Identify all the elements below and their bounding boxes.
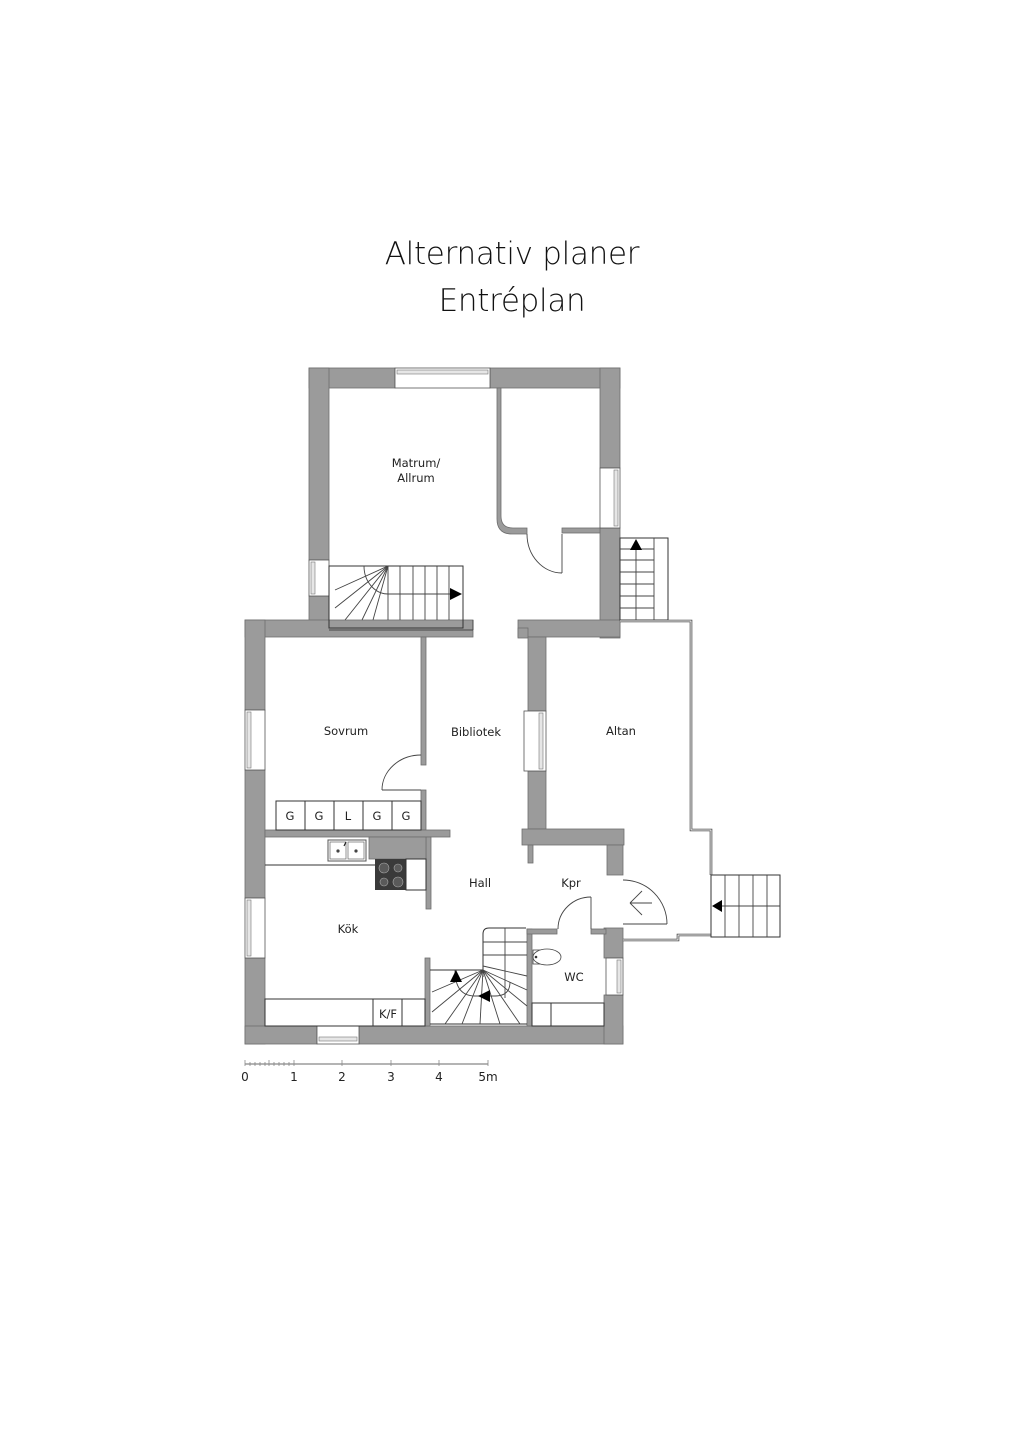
scale-label: 4 [435, 1070, 443, 1084]
stairs-hall [430, 927, 528, 1025]
room-label-matrum: Matrum/ [392, 456, 441, 470]
wall [358, 1025, 624, 1045]
door-swing [381, 754, 422, 791]
wall [244, 1025, 318, 1045]
window-pane [616, 959, 622, 994]
counter-block [368, 836, 427, 860]
wardrobe-label: G [286, 809, 295, 823]
wall [308, 367, 330, 561]
window-pane [246, 899, 252, 957]
wardrobe-label: G [315, 809, 324, 823]
wall [606, 844, 624, 876]
altan-deck-outline [620, 619, 713, 942]
wall [420, 789, 427, 831]
wall [527, 844, 534, 864]
scale-bar: 0 1 2 3 4 5m [241, 1060, 498, 1084]
door-swing [557, 896, 592, 930]
room-label-hall: Hall [469, 876, 491, 890]
stove-icon [375, 859, 406, 890]
sink-icon [327, 839, 367, 862]
wall [308, 595, 330, 623]
window-pane [396, 369, 489, 375]
door-swing [526, 533, 563, 574]
room-label-wc: WC [564, 970, 583, 984]
window-pane [613, 469, 619, 527]
wardrobe-label: G [373, 809, 382, 823]
stair-arrow-icon [630, 539, 642, 550]
wall [603, 927, 624, 959]
wall [424, 957, 431, 1027]
room-label-kpr: Kpr [561, 876, 581, 890]
room-label-sovrum: Sovrum [324, 724, 368, 738]
wall [517, 619, 621, 638]
window-pane [246, 711, 252, 769]
wall [420, 636, 427, 766]
walls [244, 367, 625, 1045]
window-pane [310, 561, 316, 595]
stair-arrow-icon [450, 970, 462, 982]
windows [244, 367, 624, 1045]
wall [264, 829, 451, 838]
door-swing [622, 879, 668, 925]
fridge-freezer-label: K/F [379, 1007, 397, 1021]
wall [244, 769, 266, 899]
wall [603, 994, 624, 1045]
room-label-kok: Kök [338, 922, 359, 936]
stairs-altan-north [619, 537, 669, 621]
kitchen-fittings: K/F [264, 836, 427, 1027]
entrance-arrow-icon [629, 890, 652, 916]
room-label-bibliotek: Bibliotek [451, 725, 501, 739]
plan-subtitle: Entréplan [438, 283, 586, 319]
window-pane [318, 1036, 358, 1042]
stair-outline [328, 565, 464, 629]
wardrobes: G G L G G [275, 800, 422, 831]
wall [517, 627, 529, 639]
window [316, 1025, 360, 1045]
wall [526, 928, 558, 935]
stairs-altan-east [710, 874, 781, 938]
scale-label: 1 [290, 1070, 298, 1084]
wardrobe-label: L [345, 809, 352, 823]
room-label-altan: Altan [606, 724, 636, 738]
plan-title: Alternativ planer [384, 236, 640, 272]
wall [527, 770, 547, 830]
doors [381, 533, 668, 930]
scale-label: 0 [241, 1070, 249, 1084]
wall [527, 636, 547, 712]
scale-label: 2 [338, 1070, 346, 1084]
wall [526, 928, 533, 1027]
wardrobe-label: G [402, 809, 411, 823]
room-label-allrum: Allrum [397, 471, 434, 485]
stair-arrow-icon [450, 588, 462, 600]
stairs-upper [328, 565, 474, 631]
wall [590, 928, 607, 935]
stair-arrow-icon [712, 900, 722, 912]
scale-label: 5m [478, 1070, 497, 1084]
wall [425, 836, 432, 910]
wall [244, 619, 266, 711]
wall [599, 367, 621, 469]
stair-arrow-icon [478, 990, 490, 1002]
scale-label: 3 [387, 1070, 395, 1084]
wall [521, 828, 625, 846]
wall [496, 387, 528, 535]
wc-fixtures [531, 948, 605, 1027]
toilet-icon [532, 948, 562, 966]
window-pane [538, 712, 544, 770]
wall [561, 527, 601, 534]
